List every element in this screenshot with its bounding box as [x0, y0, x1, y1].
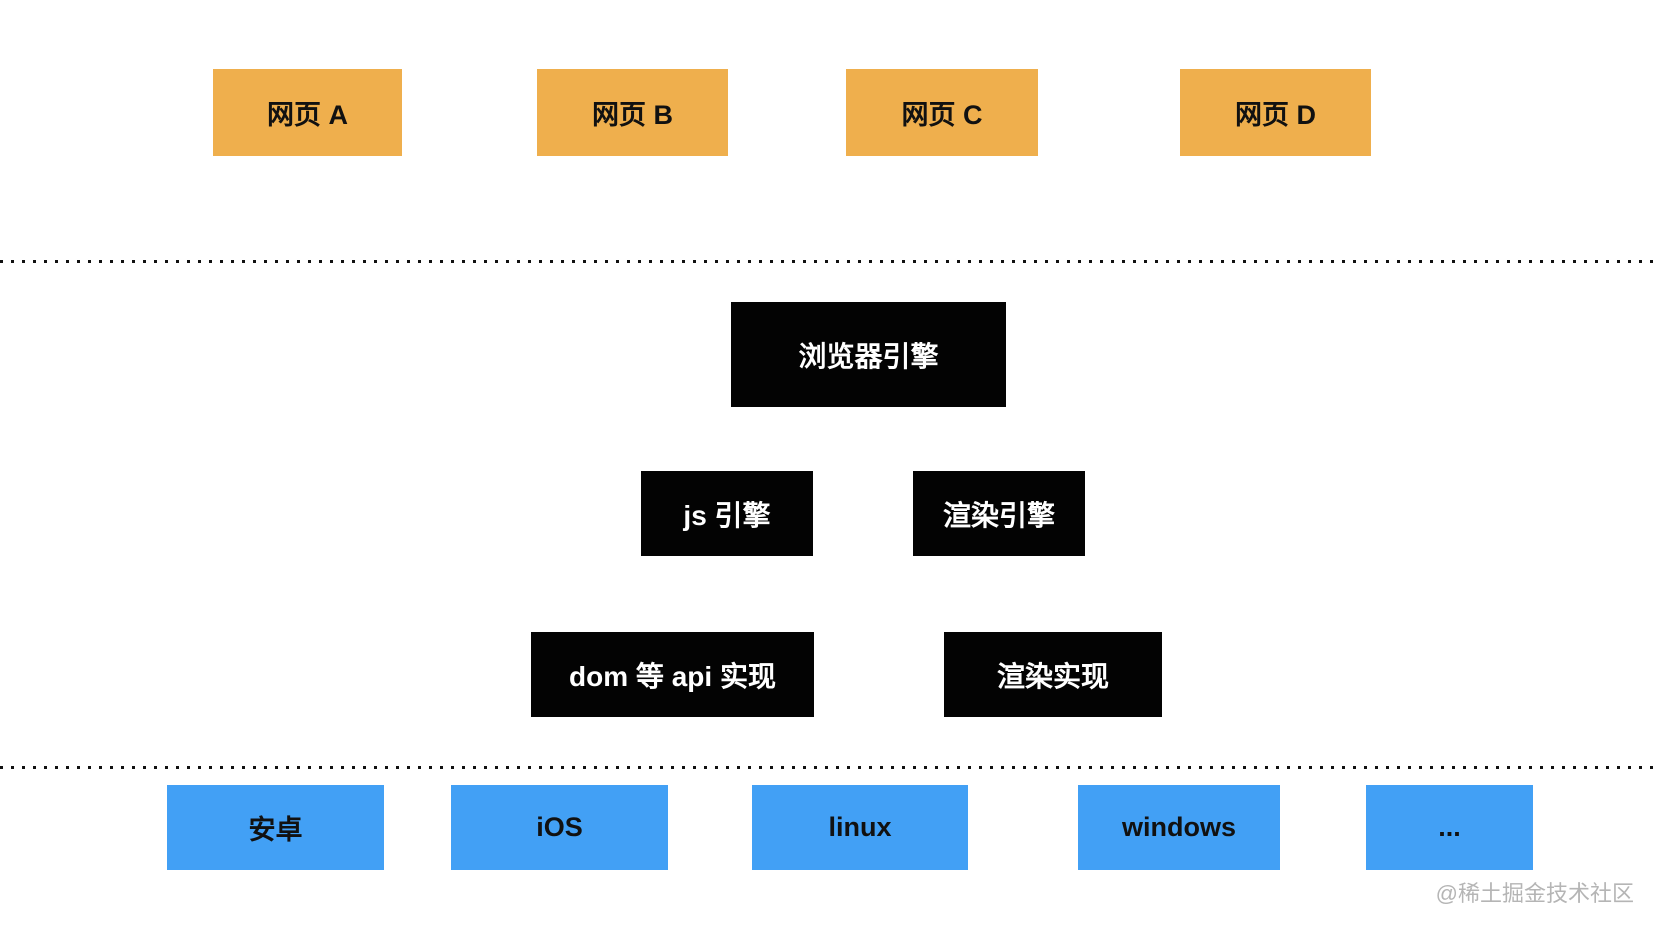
diagram-node-webpage-b: 网页 B	[537, 69, 728, 156]
diagram-node-render-impl: 渲染实现	[944, 632, 1162, 717]
watermark: @稀土掘金技术社区	[1435, 881, 1634, 906]
render-impl-label: 渲染实现	[996, 660, 1109, 692]
diagram-node-platform-more: ...	[1366, 785, 1533, 870]
diagram-node-webpage-a: 网页 A	[213, 69, 402, 156]
platform-android-label: 安卓	[248, 815, 303, 845]
diagram-node-platform-android: 安卓	[167, 785, 384, 870]
js-engine-label: js 引擎	[683, 499, 771, 531]
diagram-node-browser-engine: 浏览器引擎	[731, 302, 1006, 407]
diagram-node-dom-api-impl: dom 等 api 实现	[531, 632, 814, 717]
diagram-node-render-engine: 渲染引擎	[913, 471, 1085, 556]
browser-engine-label: 浏览器引擎	[798, 340, 939, 372]
render-engine-label: 渲染引擎	[942, 499, 1055, 531]
diagram-node-webpage-c: 网页 C	[846, 69, 1038, 156]
dotted-separator-bottom	[0, 766, 1656, 769]
diagram-node-platform-linux: linux	[752, 785, 968, 870]
dotted-separator-top	[0, 260, 1656, 263]
platform-ios-label: iOS	[536, 812, 583, 842]
diagram-node-platform-windows: windows	[1078, 785, 1280, 870]
platform-more-label: ...	[1438, 812, 1461, 842]
diagram-node-platform-ios: iOS	[451, 785, 668, 870]
webpage-d-label: 网页 D	[1235, 100, 1316, 130]
diagram-node-js-engine: js 引擎	[641, 471, 813, 556]
platform-linux-label: linux	[828, 812, 892, 842]
webpage-b-label: 网页 B	[592, 100, 673, 130]
platform-windows-label: windows	[1122, 812, 1236, 842]
dom-api-impl-label: dom 等 api 实现	[569, 660, 776, 692]
webpage-a-label: 网页 A	[267, 100, 348, 130]
webpage-c-label: 网页 C	[901, 100, 983, 130]
diagram-node-webpage-d: 网页 D	[1180, 69, 1371, 156]
